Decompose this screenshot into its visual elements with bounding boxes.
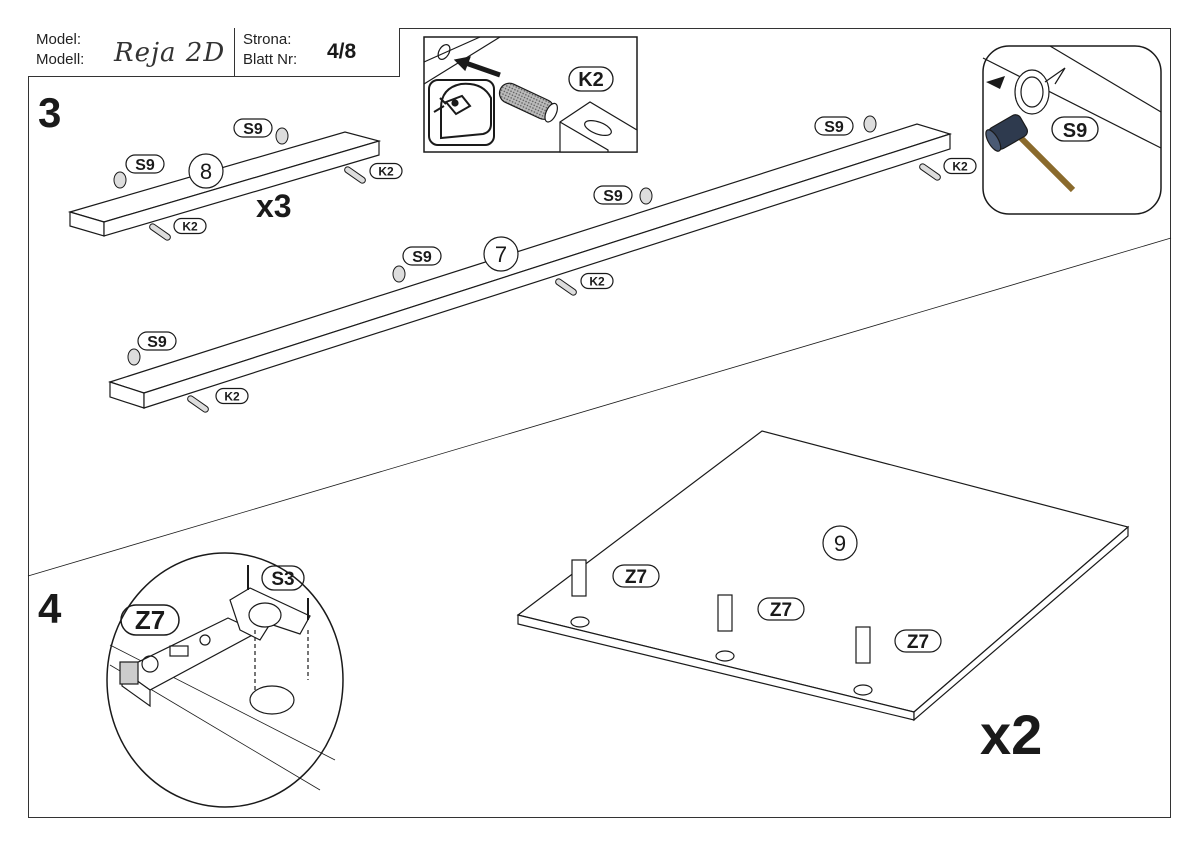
- screw-tag: S3: [261, 565, 305, 591]
- nail-glide-tag-label: S9: [243, 121, 263, 138]
- page-label-pl: Strona:: [243, 31, 292, 48]
- nail-glide-tag: S9: [392, 246, 442, 283]
- part-number-7-text: 7: [495, 242, 507, 267]
- panel-9: [516, 430, 1130, 722]
- dowel-tag-label: K2: [952, 159, 968, 173]
- nail-glide-tag-label: S9: [824, 119, 844, 136]
- nail-glide-tag: S9: [814, 115, 877, 136]
- dowel-tag-label: K2: [589, 274, 605, 288]
- hinge-tag-label: Z7: [907, 632, 929, 653]
- nail-glide-tag: S9: [593, 185, 653, 205]
- hinge-tag-label: Z7: [770, 600, 792, 621]
- hinge-tag: Z7: [612, 564, 660, 588]
- arrow-icon: [986, 76, 1005, 89]
- hinge-on-panel: [570, 559, 873, 696]
- step-number-3: 3: [38, 89, 62, 136]
- part-number-8-text: 8: [200, 159, 212, 184]
- page-border: [28, 28, 1171, 818]
- nail-glide-tag-label: S9: [603, 188, 623, 205]
- page-number: 4/8: [327, 40, 357, 63]
- nail-glide-icon: [639, 187, 653, 205]
- dowel-tag-label: K2: [224, 389, 240, 403]
- board-8: [67, 131, 382, 237]
- screw-label: S3: [271, 569, 294, 590]
- quantity-x3: x3: [256, 188, 292, 224]
- nail-glide-icon: [863, 115, 877, 133]
- inset-dowel-label: K2: [578, 69, 604, 91]
- hinge-tag-large: Z7: [120, 604, 180, 636]
- dowel-tag: K2: [187, 387, 249, 413]
- hinge-tag: Z7: [894, 629, 942, 653]
- nail-glide-tag: S9: [113, 154, 165, 189]
- hinge-detail: [106, 552, 344, 808]
- dowel-tag-label: K2: [182, 219, 198, 233]
- dowel-tag: K2: [919, 157, 977, 181]
- quantity-x2: x2: [980, 703, 1043, 766]
- board-7: [108, 123, 953, 409]
- part-number-9-text: 9: [834, 531, 846, 556]
- nail-glide-tag-label: S9: [412, 249, 432, 266]
- inset-nail-glide-label: S9: [1063, 120, 1087, 142]
- model-cell: Model: Modell: Reja 2D: [28, 28, 235, 76]
- nail-glide-tag-label: S9: [135, 157, 155, 174]
- nail-glide-icon: [113, 171, 127, 189]
- part-number-7: 7: [483, 236, 519, 272]
- title-block: Model: Modell: Reja 2D Strona: Blatt Nr:…: [28, 28, 400, 77]
- model-label-de: Modell:: [36, 51, 85, 68]
- nail-glide-icon: [392, 265, 406, 283]
- hammer-icon: [985, 114, 1028, 152]
- inset-dowel-tag: K2: [568, 66, 614, 92]
- nail-glide-tag: S9: [127, 331, 177, 366]
- dowel-icon: [919, 163, 941, 181]
- nail-glide-icon: [275, 127, 289, 145]
- page-label-de: Blatt Nr:: [243, 51, 298, 68]
- nail-glide-tag: S9: [233, 118, 289, 145]
- nail-glide-tag-label: S9: [147, 334, 167, 351]
- dowel-icon: [555, 278, 577, 296]
- dowel-icon: [149, 223, 171, 241]
- hinge-tag-label: Z7: [625, 567, 647, 588]
- dowel-tag: K2: [149, 217, 207, 241]
- step-number-4: 4: [38, 585, 62, 632]
- hinge-tag: Z7: [757, 597, 805, 621]
- nail-glide-icon: [127, 348, 141, 366]
- model-label-pl: Model:: [36, 31, 82, 48]
- inset-nail-glide-tag: S9: [1051, 116, 1099, 142]
- hinge-label-large: Z7: [135, 605, 165, 635]
- part-number-9: 9: [822, 525, 858, 561]
- dowel-tag: K2: [555, 272, 614, 296]
- hammer-handle: [1015, 132, 1076, 193]
- model-name: Reja 2D: [114, 38, 226, 68]
- page-cell: Strona: Blatt Nr: 4/8: [235, 28, 399, 76]
- dowel-tag: K2: [344, 162, 403, 184]
- hammer-inset: [982, 45, 1162, 215]
- step-divider: [27, 237, 1172, 577]
- dowel-icon: [187, 395, 209, 413]
- dowel-inset: [423, 36, 638, 153]
- part-number-8: 8: [188, 153, 224, 189]
- dowel-tag-label: K2: [378, 164, 394, 178]
- dowel-icon: [344, 166, 366, 184]
